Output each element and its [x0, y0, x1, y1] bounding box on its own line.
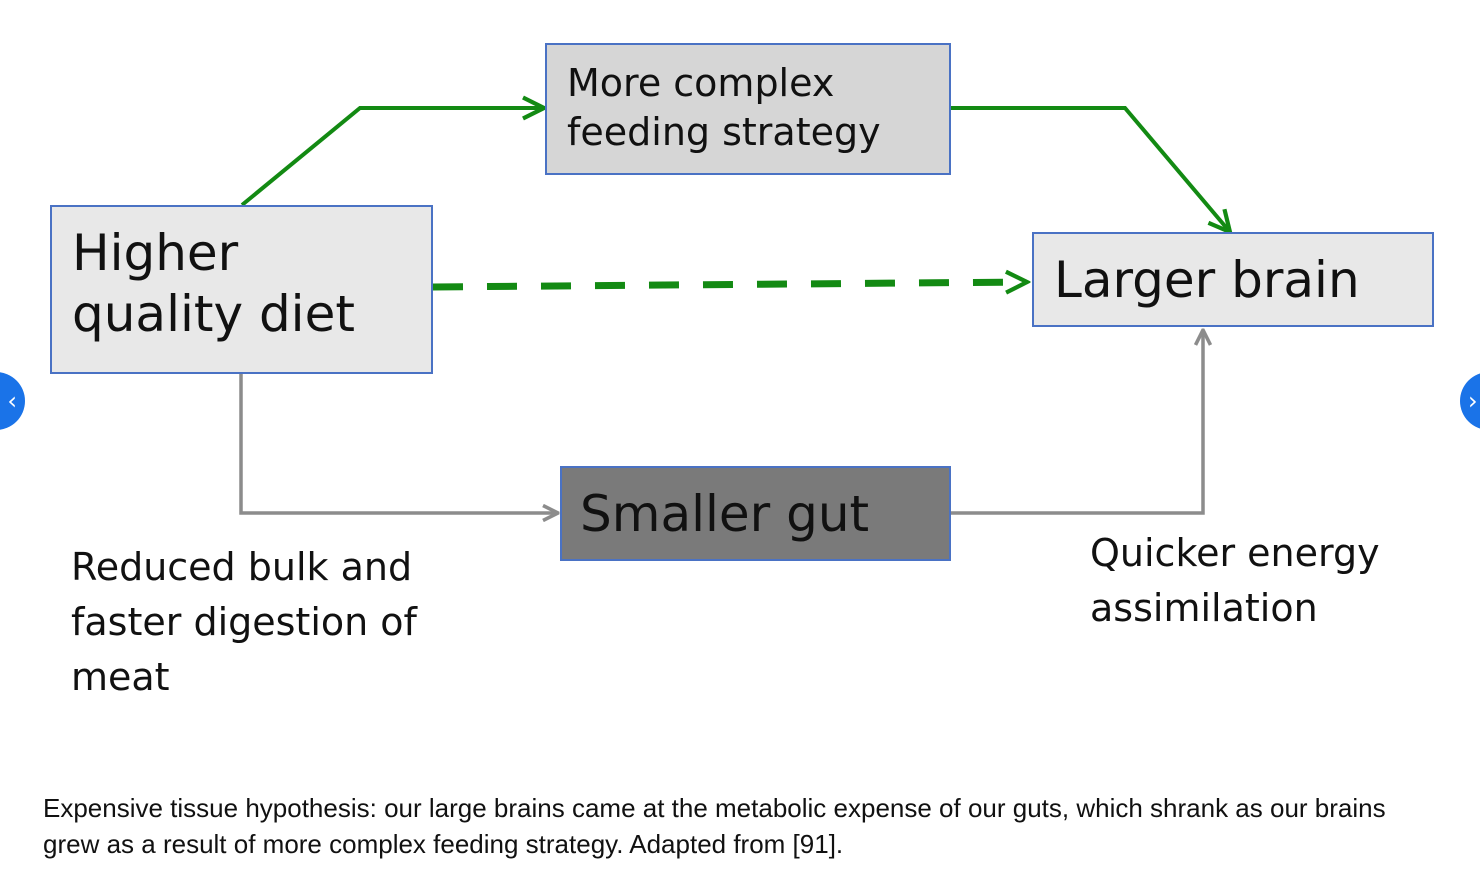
arrow-feeding-to-brain — [951, 106, 1230, 232]
node-larger-brain: Larger brain — [1032, 232, 1434, 327]
expensive-tissue-diagram: Higher quality diet More complex feeding… — [50, 0, 1480, 760]
chevron-left-icon: ‹ — [7, 387, 17, 415]
arrow-diet-to-brain-dashed — [432, 282, 1027, 287]
note-quicker-energy: Quicker energy assimilation — [1090, 531, 1380, 630]
arrow-diet-to-feeding — [240, 108, 544, 207]
node-higher-quality-diet: Higher quality diet — [50, 205, 433, 374]
node-smaller-gut: Smaller gut — [560, 466, 951, 561]
connector-layer — [239, 0, 1480, 760]
next-slide-button[interactable]: › — [1460, 372, 1480, 430]
node-more-complex-feeding-strategy: More complex feeding strategy — [545, 43, 951, 175]
arrow-gut-to-brain — [951, 330, 1203, 515]
note-reduced-bulk: Reduced bulk and faster digestion of mea… — [71, 545, 417, 699]
arrow-diet-to-gut — [239, 374, 558, 513]
chevron-right-icon: › — [1468, 387, 1478, 415]
figure-caption: Expensive tissue hypothesis: our large b… — [43, 793, 1386, 859]
